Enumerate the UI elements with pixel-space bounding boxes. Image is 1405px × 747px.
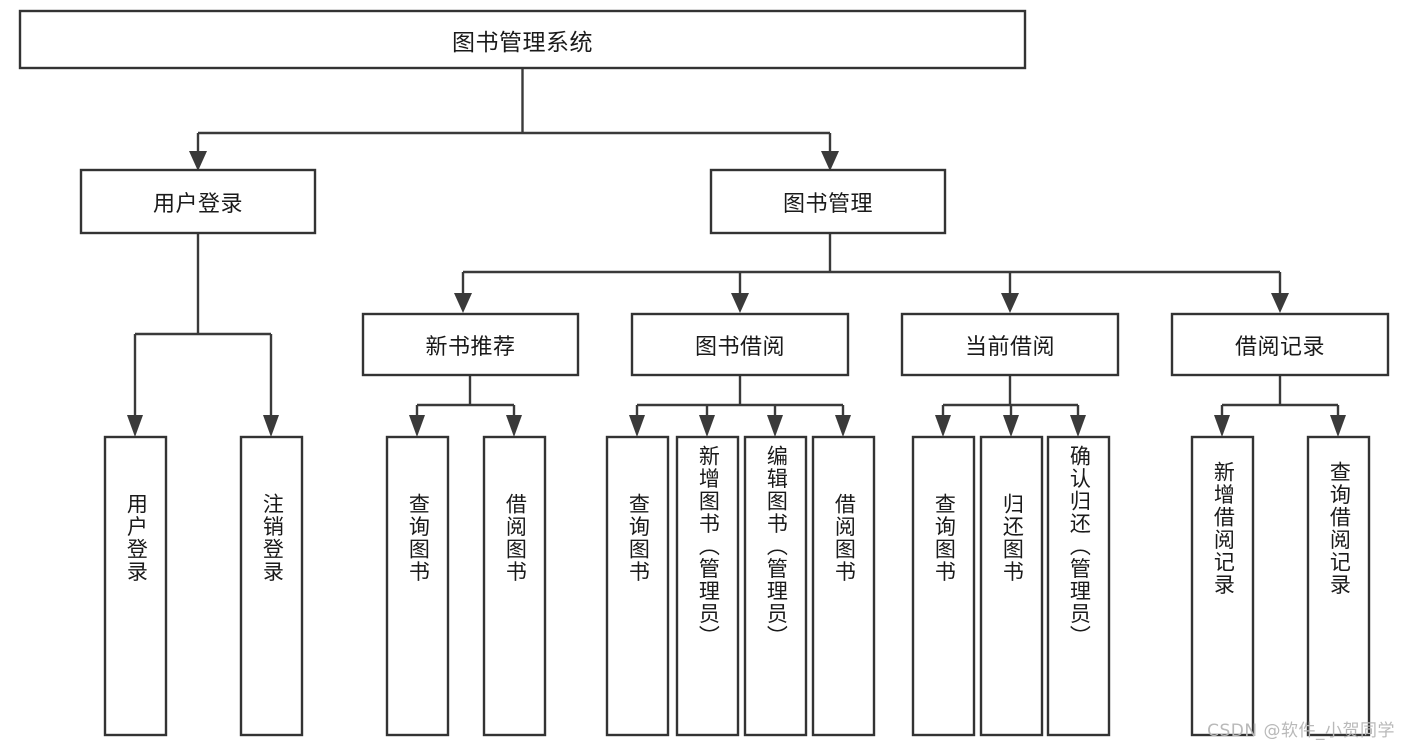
node-box-leaf-add-book[interactable] (675, 435, 740, 737)
node-box-current-borrow[interactable] (900, 312, 1120, 377)
arrow-to-borrow-record-icon (1271, 293, 1289, 313)
arrow-leaf-edit-book-icon (767, 415, 783, 437)
connector-group-new-book-recommend (409, 375, 522, 437)
csdn-watermark: CSDN @软件_小贺同学 (1207, 721, 1395, 741)
arrow-leaf-add-book-icon (699, 415, 715, 437)
connector-group-root (189, 68, 839, 171)
arrow-leaf-query-book-2-icon (629, 415, 645, 437)
arrow-to-current-borrow-icon (1001, 293, 1019, 313)
node-box-leaf-edit-book[interactable] (743, 435, 808, 737)
node-box-leaf-query-book-1[interactable] (385, 435, 450, 737)
node-box-book-management[interactable] (709, 168, 947, 235)
arrow-leaf-query-book-3-icon (935, 415, 951, 437)
node-box-leaf-user-logout[interactable] (239, 435, 304, 737)
node-box-leaf-add-record[interactable] (1190, 435, 1255, 737)
node-box-leaf-user-login[interactable] (103, 435, 168, 737)
arrow-to-bookmgmt-icon (821, 151, 839, 171)
node-box-leaf-query-book-3[interactable] (911, 435, 976, 737)
connector-group-book-borrow (629, 375, 851, 437)
arrow-to-new-book-recommend-icon (454, 293, 472, 313)
node-box-user-login[interactable] (79, 168, 317, 235)
node-box-leaf-borrow-book-1[interactable] (482, 435, 547, 737)
arrow-leaf-user-login-icon (127, 415, 143, 437)
node-box-book-borrow[interactable] (630, 312, 850, 377)
connector-group-user-login (127, 233, 279, 437)
arrow-leaf-return-book-icon (1003, 415, 1019, 437)
node-box-leaf-return-book[interactable] (979, 435, 1044, 737)
arrow-leaf-add-record-icon (1214, 415, 1230, 437)
arrow-leaf-query-book-1-icon (409, 415, 425, 437)
node-box-borrow-record[interactable] (1170, 312, 1390, 377)
node-box-leaf-query-record[interactable] (1306, 435, 1371, 737)
arrow-to-userlogin-icon (189, 151, 207, 171)
arrow-leaf-borrow-book-1-icon (506, 415, 522, 437)
node-box-leaf-query-book-2[interactable] (605, 435, 670, 737)
node-box-leaf-borrow-book-2[interactable] (811, 435, 876, 737)
arrow-to-book-borrow-icon (731, 293, 749, 313)
node-box-new-book-recommend[interactable] (361, 312, 580, 377)
arrow-leaf-borrow-book-2-icon (835, 415, 851, 437)
arrow-leaf-query-record-icon (1330, 415, 1346, 437)
connector-group-current-borrow (935, 375, 1086, 437)
arrow-leaf-confirm-return-icon (1070, 415, 1086, 437)
node-box-root[interactable] (18, 9, 1027, 70)
node-box-leaf-confirm-return[interactable] (1046, 435, 1111, 737)
connector-group-borrow-record (1214, 375, 1346, 437)
arrow-leaf-user-logout-icon (263, 415, 279, 437)
connector-group-book-management (454, 233, 1289, 313)
